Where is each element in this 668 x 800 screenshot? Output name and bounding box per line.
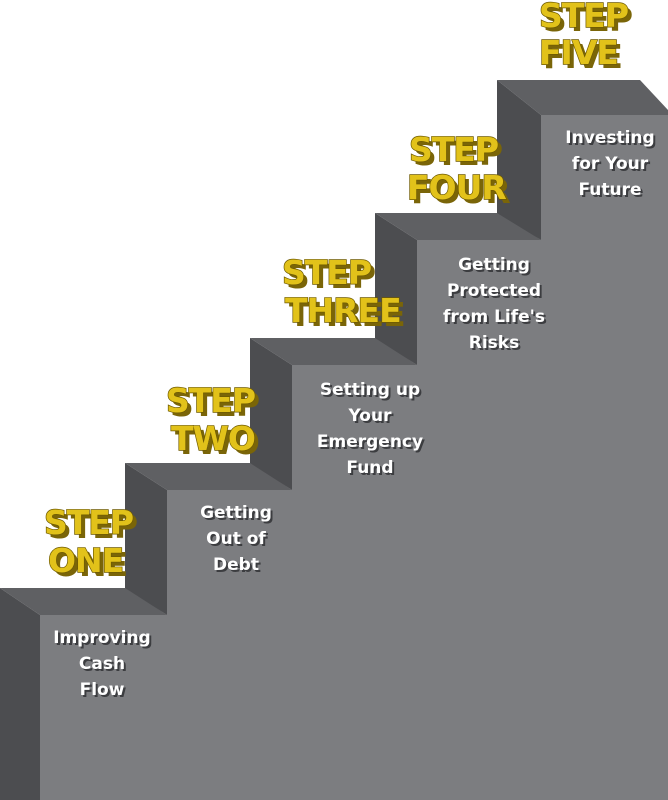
svg-text:Fund: Fund	[348, 460, 395, 480]
svg-text:STEP: STEP	[170, 385, 259, 424]
svg-text:THREE: THREE	[289, 295, 405, 334]
step-two-title-line2: TWO	[171, 419, 255, 458]
svg-text:Getting: Getting	[460, 257, 532, 277]
step-one-title: STEP STEP ONE ONE	[43, 502, 138, 584]
step-four-title-line1: STEP	[409, 130, 498, 169]
front-face-step-four	[417, 240, 541, 800]
top-face-step-four	[375, 213, 541, 240]
step-four-label-line4: Risks	[469, 333, 519, 353]
svg-text:Flow: Flow	[82, 682, 127, 702]
step-four-label-line3: from Life's	[443, 307, 545, 327]
step-three-title-line2: THREE	[285, 291, 401, 330]
svg-text:STEP: STEP	[48, 507, 137, 546]
svg-text:Risks: Risks	[471, 335, 521, 355]
step-four-label-line2: Protected	[447, 281, 541, 301]
step-one-title-line1: STEP	[44, 503, 133, 542]
top-face-step-two	[125, 463, 292, 490]
step-five-label: Investing Investing for Your for Your Fu…	[565, 128, 656, 202]
step-one-label-line3: Flow	[80, 680, 125, 700]
step-five-label-line2: for Your	[572, 154, 649, 174]
front-face-step-five	[541, 115, 668, 800]
step-five-title-line2: FIVE	[539, 33, 618, 72]
svg-text:Your: Your	[350, 408, 395, 428]
step-four-title: STEP STEP FOUR FOUR	[406, 129, 511, 211]
top-face-step-three	[250, 338, 417, 365]
svg-text:TWO: TWO	[175, 423, 259, 462]
svg-text:Protected: Protected	[449, 283, 543, 303]
riser-side-step-three	[250, 338, 292, 490]
step-three-label-line2: Your	[348, 406, 393, 426]
step-one-title-line2: ONE	[48, 541, 123, 580]
step-three-label-line4: Fund	[346, 458, 393, 478]
step-five-title-line1: STEP	[539, 0, 628, 35]
front-face-step-three	[292, 365, 417, 800]
step-three-title: STEP STEP THREE THREE	[281, 252, 405, 334]
svg-text:Debt: Debt	[215, 557, 261, 577]
step-four-title-line2: FOUR	[407, 168, 506, 207]
riser-side-step-two	[125, 463, 167, 615]
step-one-label-line1: Improving	[53, 628, 150, 648]
riser-side-step-four	[375, 213, 417, 365]
front-face-step-two	[167, 490, 292, 800]
riser-side-step-five	[497, 80, 541, 240]
svg-text:STEP: STEP	[413, 134, 502, 173]
svg-text:Cash: Cash	[81, 656, 127, 676]
step-four-label-line1: Getting	[458, 255, 530, 275]
svg-text:STEP: STEP	[286, 257, 375, 296]
svg-text:from Life's: from Life's	[445, 309, 547, 329]
step-three-label-line3: Emergency	[317, 432, 423, 452]
svg-text:STEP: STEP	[543, 0, 632, 39]
svg-text:Future: Future	[580, 182, 643, 202]
step-one-label: Improving Improving Cash Cash Flow Flow	[53, 628, 152, 702]
step-two-label-line1: Getting	[200, 503, 272, 523]
svg-text:FIVE: FIVE	[543, 37, 622, 76]
svg-text:Setting up: Setting up	[322, 382, 422, 402]
step-five-label-line3: Future	[578, 180, 641, 200]
step-two-label-line3: Debt	[213, 555, 259, 575]
step-two-label: Getting Getting Out of Out of Debt Debt	[200, 503, 274, 577]
step-four-label: Getting Getting Protected Protected from…	[443, 255, 547, 355]
svg-text:Emergency: Emergency	[319, 434, 425, 454]
step-one-label-line2: Cash	[79, 654, 125, 674]
step-three-label-line1: Setting up	[320, 380, 420, 400]
svg-text:Improving: Improving	[55, 630, 152, 650]
svg-text:ONE: ONE	[52, 545, 127, 584]
step-three-label: Setting up Setting up Your Your Emergenc…	[317, 380, 425, 480]
svg-text:FOUR: FOUR	[411, 172, 510, 211]
top-face-step-one	[0, 588, 167, 615]
svg-text:Investing: Investing	[567, 130, 656, 150]
step-two-label-line2: Out of	[206, 529, 266, 549]
svg-text:Getting: Getting	[202, 505, 274, 525]
step-five-title: STEP STEP FIVE FIVE	[538, 0, 633, 76]
side-face-step-one	[0, 588, 40, 800]
top-face-step-five	[497, 80, 668, 115]
step-two-title-line1: STEP	[166, 381, 255, 420]
front-face-step-one	[40, 615, 167, 800]
svg-text:for Your: for Your	[574, 156, 651, 176]
step-three-title-line1: STEP	[282, 253, 371, 292]
step-five-label-line1: Investing	[565, 128, 654, 148]
svg-text:Out of: Out of	[208, 531, 268, 551]
step-two-title: STEP STEP TWO TWO	[165, 380, 260, 462]
